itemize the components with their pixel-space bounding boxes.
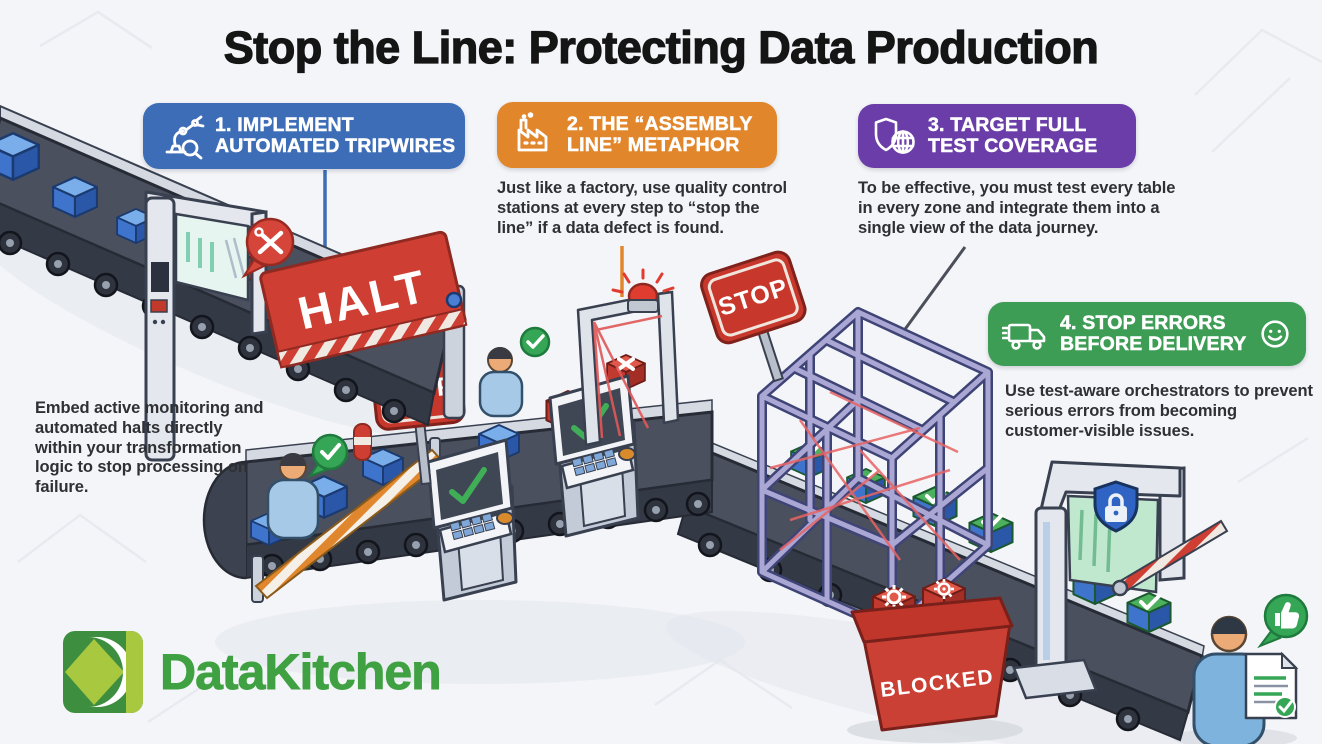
worker-2	[478, 326, 551, 418]
step-description-4: Use test-aware orchestrators to prevent …	[1005, 382, 1313, 440]
shield-globe-icon	[874, 117, 915, 154]
step-badge-1: 1. IMPLEMENT AUTOMATED TRIPWIRES	[143, 103, 465, 169]
person-body	[478, 370, 524, 418]
connector-step-3	[901, 246, 967, 333]
check-icon	[320, 443, 341, 460]
thumbs-up-icon	[1275, 602, 1300, 629]
step-label-line1: 2. THE “ASSEMBLY	[567, 112, 753, 135]
step-label-line1: 3. TARGET FULL	[928, 113, 1087, 136]
step-label-line1: 1. IMPLEMENT	[215, 113, 354, 136]
delivery-truck-icon	[1002, 323, 1046, 350]
barrier-arm	[1111, 519, 1229, 597]
worker-1	[266, 433, 349, 540]
gate-pillar	[1034, 506, 1068, 684]
brand-logo: DataKitchen	[62, 629, 443, 715]
person-hair	[1212, 617, 1246, 634]
approve-bubble	[311, 433, 349, 471]
person-hair	[280, 453, 306, 466]
step-badge-3: 3. TARGET FULL TEST COVERAGE	[858, 104, 1136, 168]
repair-tools-icon	[257, 230, 284, 255]
step-description-3: To be effective, you must test every tab…	[858, 179, 1176, 237]
security-shield-icon	[1093, 480, 1139, 533]
brand-name: DataKitchen	[160, 644, 443, 701]
step-description-2: Just like a factory, use quality control…	[497, 179, 788, 237]
step-label-line1: 4. STOP ERRORS	[1060, 311, 1226, 334]
delivery-gate	[1012, 460, 1229, 700]
qc-station-1	[426, 438, 518, 602]
safety-barrier	[251, 423, 445, 603]
step-label-line2: BEFORE DELIVERY	[1060, 333, 1247, 355]
laser-beams	[592, 314, 663, 439]
thumbs-up-bubble	[1257, 593, 1309, 649]
safety-bollard	[353, 423, 372, 461]
alarm-light-icon	[611, 268, 675, 313]
laser-gate	[576, 268, 680, 447]
person-body	[266, 478, 320, 540]
alert-bubble	[241, 217, 295, 279]
station-button	[496, 511, 514, 525]
step-badge-4: 4. STOP ERRORS BEFORE DELIVERY	[988, 302, 1306, 366]
approver-person	[1192, 593, 1309, 744]
blocked-bin: BLOCKED	[850, 577, 1014, 732]
check-icon	[526, 334, 545, 349]
approve-bubble	[519, 326, 551, 358]
stop-sign-2: STOP	[700, 250, 807, 383]
step-label-line2: AUTOMATED TRIPWIRES	[215, 135, 456, 157]
gate-base	[1012, 658, 1098, 700]
smiley-icon	[1261, 320, 1290, 348]
emergency-button	[150, 299, 168, 313]
bin-rim	[850, 596, 1014, 644]
person-hair	[488, 347, 512, 359]
report-document-icon	[1244, 651, 1299, 720]
page-title: Stop the Line: Protecting Data Productio…	[223, 21, 1099, 73]
step-badge-2: 2. THE “ASSEMBLY LINE” METAPHOR	[497, 102, 777, 168]
robot-arm-magnifier-icon	[165, 115, 205, 160]
connector-lines	[323, 170, 967, 333]
step-description-1: Embed active monitoring and automated ha…	[35, 399, 264, 497]
factory-icon	[517, 112, 548, 152]
laser-beams	[769, 390, 961, 561]
halt-barrier: HALT	[259, 230, 468, 420]
screen-check-icon	[449, 467, 487, 504]
step-label-line2: LINE” METAPHOR	[567, 134, 740, 156]
station-button	[618, 447, 636, 461]
datakitchen-logo-icon	[63, 631, 143, 713]
scanner-gantry	[144, 190, 268, 462]
step-label-line2: TEST COVERAGE	[928, 135, 1098, 157]
